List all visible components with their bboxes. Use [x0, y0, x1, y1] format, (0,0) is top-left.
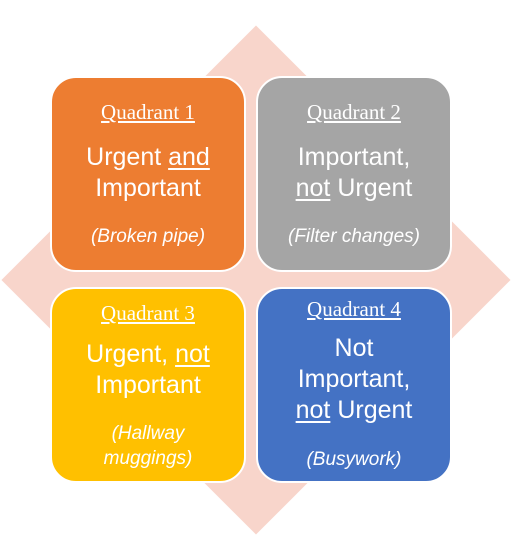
text-segment: Urgent,	[86, 340, 176, 368]
text-segment: Urgent	[330, 174, 413, 202]
quadrant-3-desc-line-1: Urgent, not	[52, 339, 244, 370]
quadrant-3-title: Quadrant 3	[101, 301, 195, 325]
text-segment: Not	[334, 334, 374, 362]
quadrant-4-desc-line-1: Not	[258, 333, 450, 364]
quadrant-3-description: Urgent, not Important	[52, 339, 244, 401]
quadrant-1-box: Quadrant 1 Urgent and Important (Broken …	[50, 76, 246, 272]
quadrant-1-desc-line-1: Urgent and	[52, 142, 244, 173]
example-line: (Hallway	[111, 423, 185, 444]
quadrant-4-desc-line-2: Important,	[258, 364, 450, 395]
quadrant-3-desc-line-2: Important	[52, 370, 244, 401]
text-segment: Urgent	[330, 396, 413, 424]
text-segment: Important	[95, 174, 201, 202]
quadrant-4-box: Quadrant 4 Not Important, not Urgent (Bu…	[256, 287, 452, 483]
text-segment: Important	[95, 371, 201, 399]
underlined-text: not	[295, 396, 331, 424]
quadrant-2-example: (Filter changes)	[258, 224, 450, 249]
example-line: muggings)	[103, 448, 193, 469]
quadrant-2-title: Quadrant 2	[307, 100, 401, 124]
quadrant-1-desc-line-2: Important	[52, 173, 244, 204]
quadrant-4-example: (Busywork)	[258, 447, 450, 472]
quadrant-1-example: (Broken pipe)	[52, 224, 244, 249]
example-line: (Filter changes)	[288, 226, 420, 247]
underlined-text: and	[168, 143, 210, 171]
underlined-text: not	[175, 340, 210, 368]
quadrant-2-description: Important, not Urgent	[258, 142, 450, 204]
example-line: (Broken pipe)	[90, 226, 206, 247]
example-line: (Busywork)	[306, 449, 402, 470]
text-segment: Urgent	[86, 143, 169, 171]
quadrant-2-desc-line-1: Important,	[258, 142, 450, 173]
quadrant-3-box: Quadrant 3 Urgent, not Important (Hallwa…	[50, 287, 246, 483]
text-segment: Important,	[297, 143, 411, 171]
text-segment: Important,	[297, 365, 411, 393]
quadrant-3-example: (Hallway muggings)	[52, 421, 244, 471]
quadrant-4-title: Quadrant 4	[307, 297, 401, 321]
quadrant-2-desc-line-2: not Urgent	[258, 173, 450, 204]
quadrant-4-desc-line-3: not Urgent	[258, 395, 450, 426]
quadrant-4-description: Not Important, not Urgent	[258, 333, 450, 426]
quadrant-1-title: Quadrant 1	[101, 100, 195, 124]
quadrant-2-box: Quadrant 2 Important, not Urgent (Filter…	[256, 76, 452, 272]
underlined-text: not	[295, 174, 331, 202]
quadrant-1-description: Urgent and Important	[52, 142, 244, 204]
